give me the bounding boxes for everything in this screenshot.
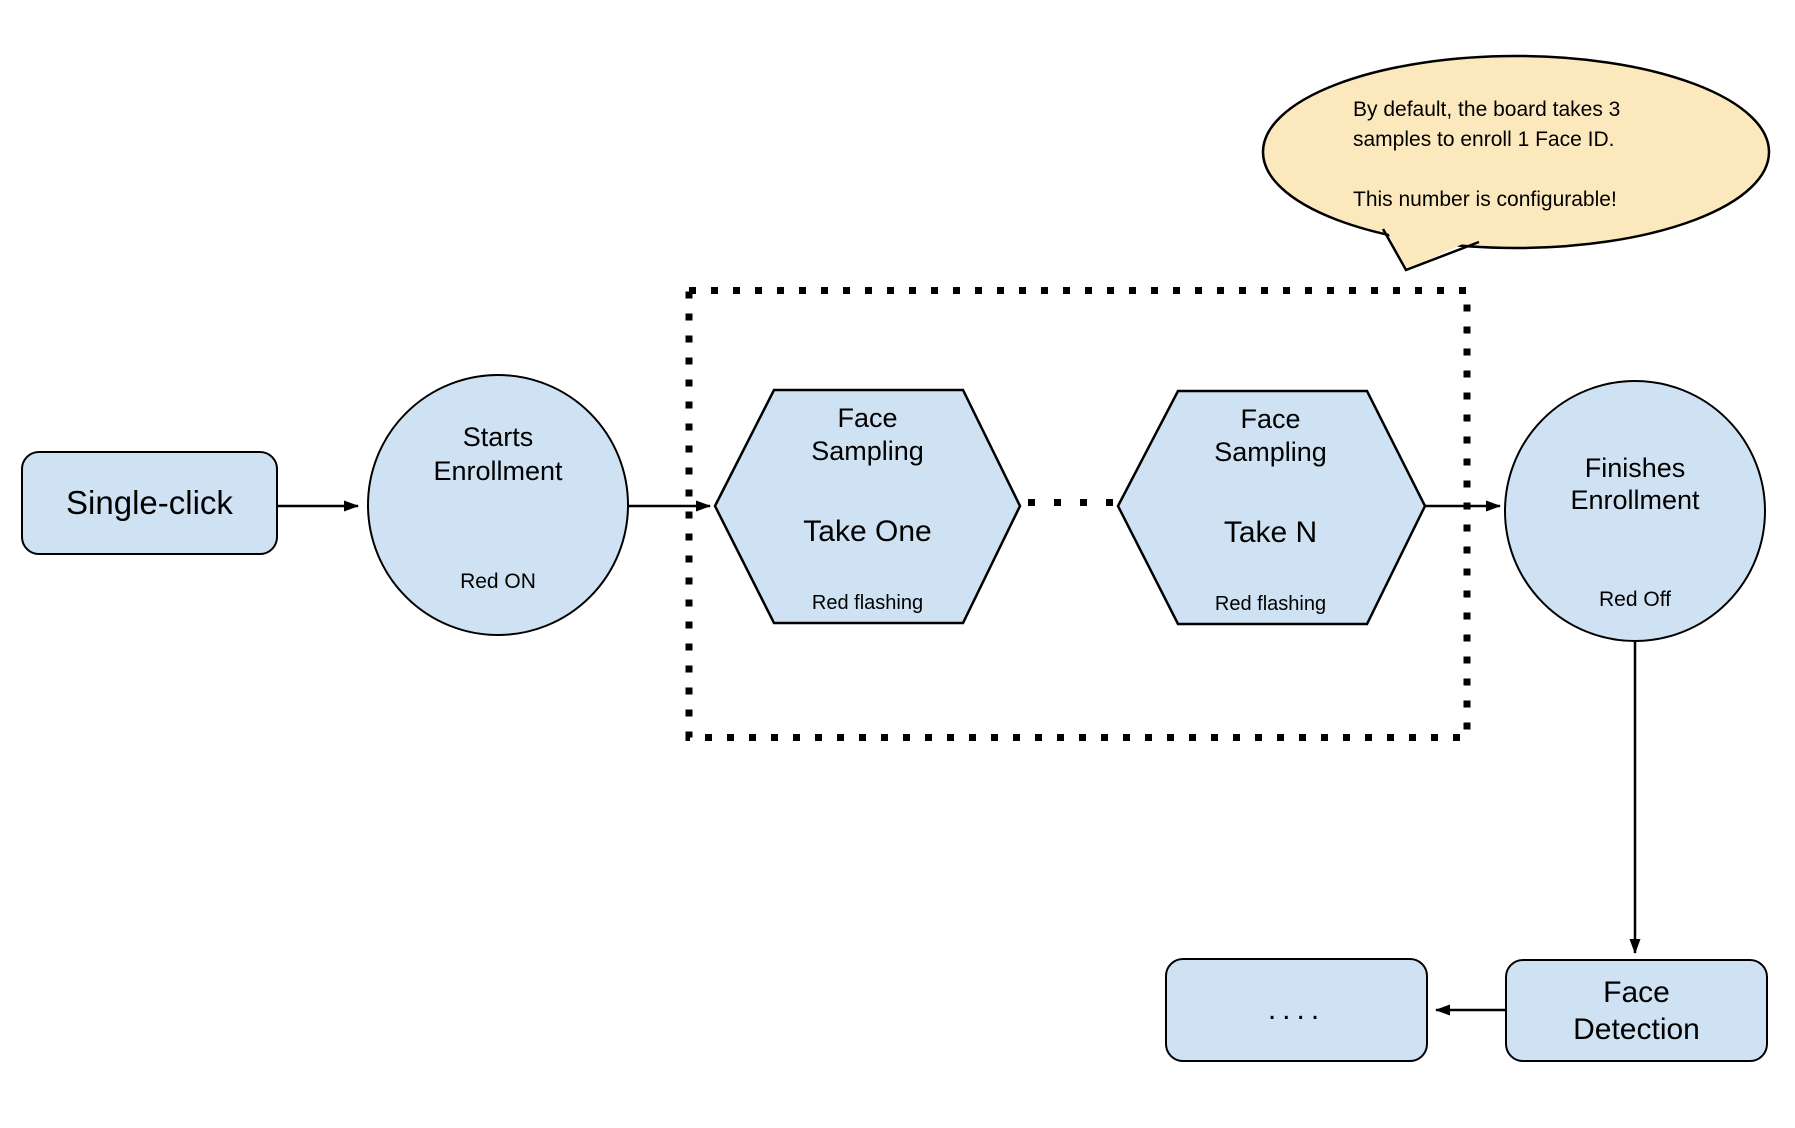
face-sampling-one-step: Take One xyxy=(803,515,932,548)
callout-line-2: samples to enroll 1 Face ID. xyxy=(1353,128,1615,151)
callout-bubble xyxy=(1261,54,1771,272)
face-sampling-one-status: Red flashing xyxy=(811,592,924,614)
sampling-group-dotted-border xyxy=(685,287,1471,741)
ellipsis-dots xyxy=(1028,499,1113,506)
node-single-click: Single-click xyxy=(21,451,278,555)
callout-tail-outline xyxy=(1381,228,1480,272)
node-finishes-enrollment: Finishes Enrollment Red Off xyxy=(1504,380,1766,642)
finishes-enrollment-title: Finishes Enrollment xyxy=(1570,453,1700,515)
face-sampling-n-status: Red flashing xyxy=(1214,593,1327,615)
finishes-enrollment-status: Red Off xyxy=(1599,588,1671,611)
starts-enrollment-title: Starts Enrollment xyxy=(433,422,563,486)
callout-line-3 xyxy=(1353,155,1693,185)
callout-ellipse xyxy=(1261,54,1771,250)
face-sampling-n-step: Take N xyxy=(1223,516,1318,549)
callout-line-4: This number is configurable! xyxy=(1353,188,1617,211)
continuation-label: .... xyxy=(1267,993,1326,1026)
starts-enrollment-status: Red ON xyxy=(460,570,536,593)
callout-text: By default, the board takes 3 samples to… xyxy=(1353,95,1693,215)
node-starts-enrollment: Starts Enrollment Red ON xyxy=(367,374,629,636)
hexagon-face-sampling-one xyxy=(713,388,1022,625)
callout-tail-fill xyxy=(1383,222,1480,270)
callout-line-1: By default, the board takes 3 xyxy=(1353,98,1621,121)
node-face-sampling-one: Face Sampling Take One Red flashing xyxy=(715,390,1020,623)
node-continuation: .... xyxy=(1165,958,1428,1062)
node-face-sampling-n: Face Sampling Take N Red flashing xyxy=(1118,391,1423,624)
single-click-label: Single-click xyxy=(66,484,233,521)
node-face-detection: Face Detection xyxy=(1505,959,1768,1062)
face-detection-title: Face Detection xyxy=(1573,975,1700,1046)
face-sampling-one-title: Face Sampling xyxy=(811,403,924,466)
face-sampling-n-title: Face Sampling xyxy=(1214,404,1327,467)
